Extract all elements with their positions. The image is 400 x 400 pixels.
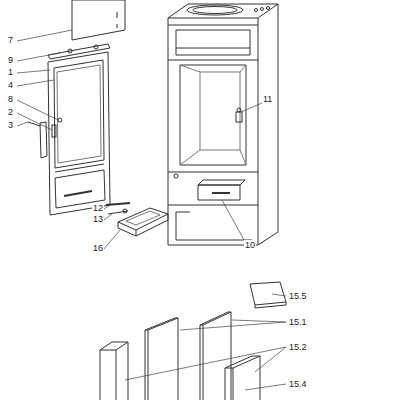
callout-number: 15.1 xyxy=(288,317,308,327)
callout-number: 13 xyxy=(92,214,104,224)
callout-number: 2 xyxy=(7,107,14,117)
callout-number: 12 xyxy=(92,203,104,213)
door xyxy=(48,52,110,215)
callout-number: 15.4 xyxy=(288,379,308,389)
callout-number: 3 xyxy=(7,120,14,130)
stove-body xyxy=(168,4,278,245)
firebricks xyxy=(100,282,286,400)
leader-lines xyxy=(17,30,286,390)
callout-number: 15.2 xyxy=(288,342,308,352)
callout-number: 8 xyxy=(7,94,14,104)
callout-number: 9 xyxy=(7,55,14,65)
callout-number: 1 xyxy=(7,67,14,77)
door-cover xyxy=(72,0,125,40)
callout-number: 15.5 xyxy=(288,291,308,301)
handle xyxy=(28,122,47,158)
callout-number: 16 xyxy=(92,243,104,253)
small-parts xyxy=(106,203,130,214)
callout-number: 7 xyxy=(7,35,14,45)
callout-number: 11 xyxy=(262,94,273,104)
callout-number: 4 xyxy=(7,80,14,90)
callout-number: 10 xyxy=(244,240,256,250)
ash-pan xyxy=(118,208,168,236)
